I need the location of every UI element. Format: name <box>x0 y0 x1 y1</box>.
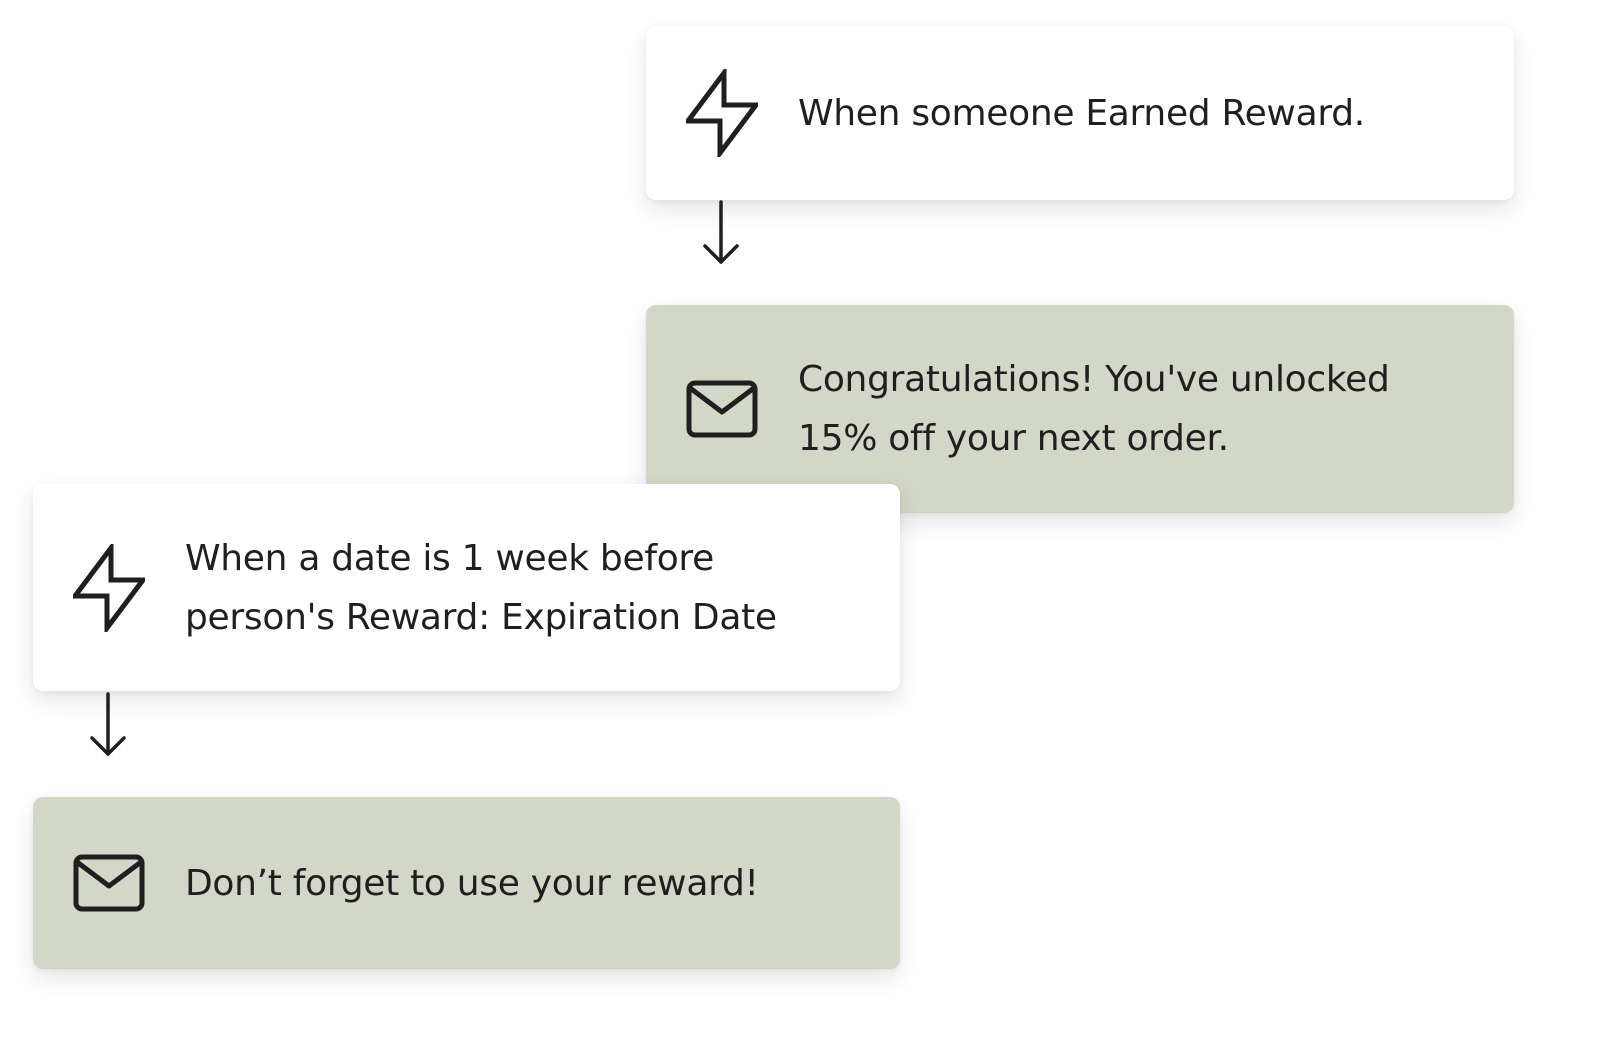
trigger-text: When someone Earned Reward. <box>798 84 1365 143</box>
trigger-card-expiration-date[interactable]: When a date is 1 week before person's Re… <box>33 484 900 691</box>
trigger-text-line: When a date is 1 week before <box>185 537 714 579</box>
action-text: Congratulations! You've unlocked 15% off… <box>798 350 1390 468</box>
trigger-text: When a date is 1 week before person's Re… <box>185 529 777 647</box>
trigger-text-line: When someone Earned Reward. <box>798 92 1365 134</box>
action-card-congratulations-email[interactable]: Congratulations! You've unlocked 15% off… <box>646 305 1514 513</box>
action-text-line: Don’t forget to use your reward! <box>185 862 759 904</box>
trigger-text-line: person's Reward: Expiration Date <box>185 596 777 638</box>
envelope-icon <box>686 365 758 453</box>
trigger-card-earned-reward[interactable]: When someone Earned Reward. <box>646 26 1514 200</box>
arrow-down-icon <box>90 692 126 756</box>
action-text-line: 15% off your next order. <box>798 418 1229 459</box>
action-text-line: Congratulations! You've unlocked <box>798 359 1390 400</box>
lightning-bolt-icon <box>686 69 758 157</box>
action-text: Don’t forget to use your reward! <box>185 854 759 913</box>
envelope-icon <box>73 839 145 927</box>
lightning-bolt-icon <box>73 543 145 632</box>
action-card-reminder-email[interactable]: Don’t forget to use your reward! <box>33 797 900 969</box>
arrow-down-icon <box>703 200 739 264</box>
